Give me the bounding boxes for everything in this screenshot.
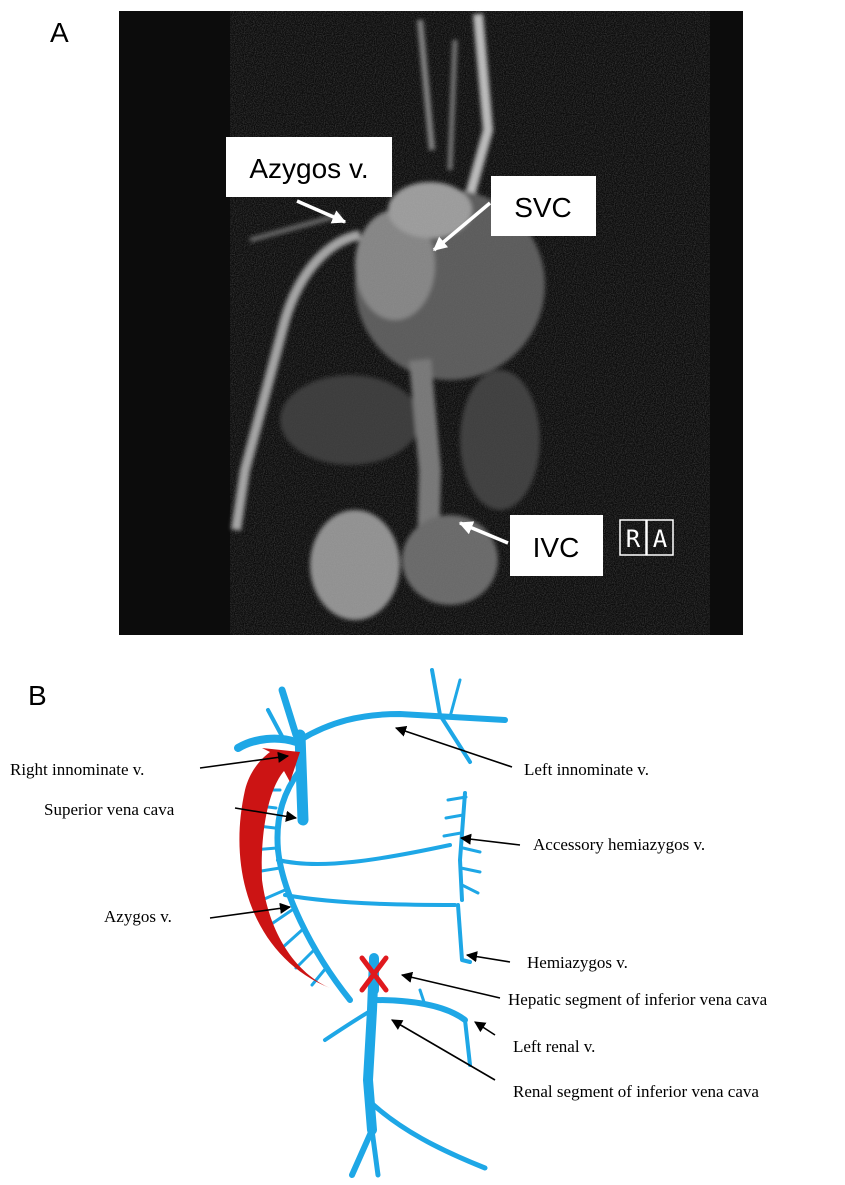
label-superior-vena-cava: Superior vena cava — [44, 800, 175, 819]
orientation-marker-r: R — [626, 525, 641, 553]
label-hemiazygos: Hemiazygos v. — [527, 953, 628, 972]
svc-label: SVC — [514, 192, 572, 223]
mri-image: Azygos v. SVC IVC R A — [119, 11, 743, 635]
azygos-label: Azygos v. — [249, 153, 368, 184]
arrow-renal-ivc — [392, 1020, 495, 1080]
arrow-left-renal — [475, 1022, 495, 1035]
ivc-label: IVC — [533, 532, 580, 563]
panel-a-letter: A — [50, 17, 69, 48]
panel-b: B — [10, 670, 768, 1175]
orientation-marker: R A — [620, 520, 673, 555]
vein-network — [238, 670, 505, 1175]
label-accessory-hemiazygos: Accessory hemiazygos v. — [533, 835, 705, 854]
orientation-marker-a: A — [653, 525, 668, 553]
arrow-accessory-hemiazygos — [461, 838, 520, 845]
label-right-innominate: Right innominate v. — [10, 760, 144, 779]
label-left-renal: Left renal v. — [513, 1037, 595, 1056]
vein-diagram — [238, 670, 505, 1175]
label-left-innominate: Left innominate v. — [524, 760, 649, 779]
panel-b-letter: B — [28, 680, 47, 711]
label-renal-ivc: Renal segment of inferior vena cava — [513, 1082, 759, 1101]
arrow-hepatic-ivc — [402, 975, 500, 998]
label-hepatic-ivc: Hepatic segment of inferior vena cava — [508, 990, 768, 1009]
panel-a: A — [50, 11, 743, 635]
arrow-azygos — [210, 907, 290, 918]
arrow-hemiazygos — [467, 955, 510, 962]
label-azygos: Azygos v. — [104, 907, 172, 926]
